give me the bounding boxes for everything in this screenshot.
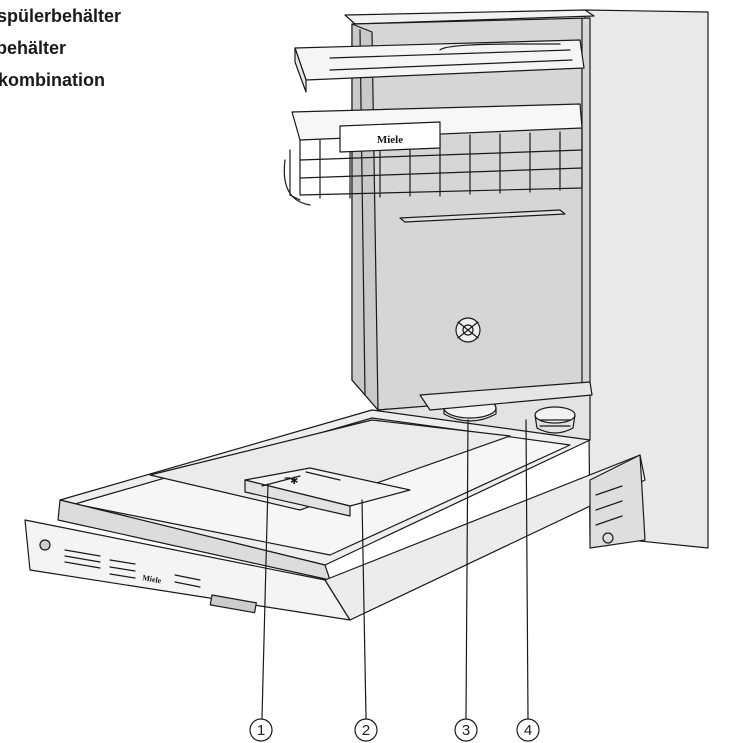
tub-edge-left [359, 29, 366, 396]
hinge-mechanism [589, 454, 646, 549]
callout-3: 3 [454, 718, 478, 742]
callout-2: 2 [354, 718, 378, 742]
svg-text:4: 4 [524, 722, 532, 739]
cabinet-top [344, 9, 595, 25]
svg-text:1: 1 [257, 722, 265, 739]
callout-4: 4 [516, 718, 540, 742]
svg-text:3: 3 [462, 722, 470, 739]
callout-leaders [261, 419, 529, 719]
svg-text:2: 2 [362, 722, 370, 739]
svg-text:✱: ✱ [290, 476, 298, 487]
caption: spülerbehälter behälter kombination [0, 0, 121, 96]
upper-basket: Miele [283, 103, 583, 223]
filter-plate [419, 381, 593, 411]
wash-arm-hub [455, 317, 481, 343]
callout-1: 1 [249, 718, 273, 742]
salt-container [534, 406, 576, 434]
basket-brand-logo: Miele [377, 134, 403, 146]
dispenser-block: ✱ [244, 467, 411, 517]
cabinet-side-panel [584, 9, 709, 549]
cutlery-tray [294, 39, 585, 93]
door-control-panel: Miele [24, 454, 646, 621]
caption-line-1: spülerbehälter [0, 6, 122, 26]
caption-line-2: behälter [0, 38, 67, 58]
panel-brand-logo: Miele [142, 573, 163, 585]
caption-line-3: kombination [0, 70, 105, 90]
